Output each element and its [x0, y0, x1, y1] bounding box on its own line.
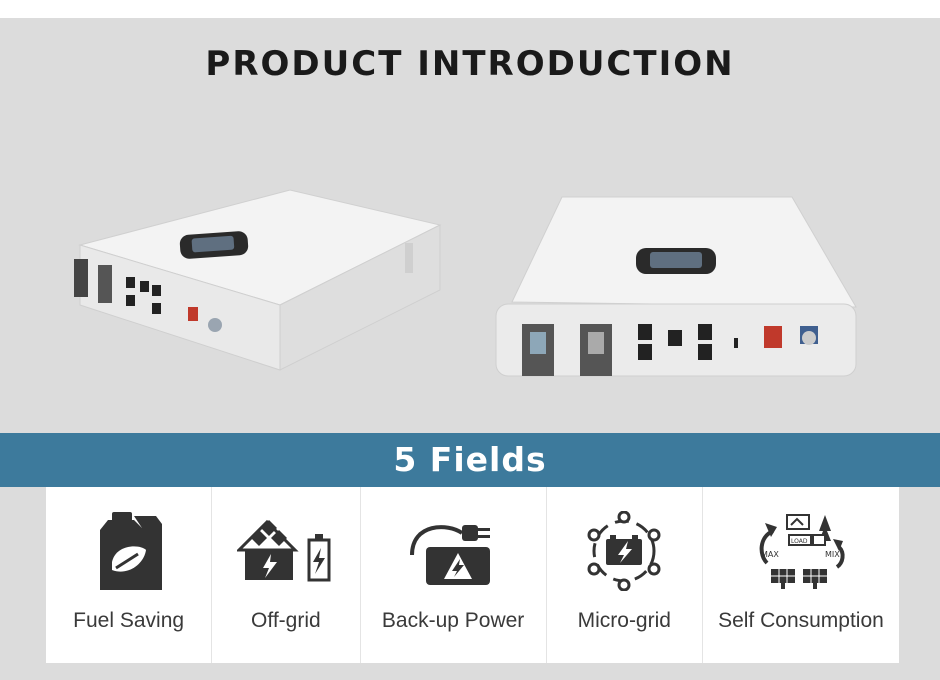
field-fuel-saving: Fuel Saving	[46, 487, 213, 663]
fields-panel: Fuel Saving Off-grid	[46, 487, 899, 663]
microgrid-battery-network-icon	[584, 507, 664, 595]
mix-text: MIX	[825, 550, 840, 559]
battery-unit-right-image	[495, 196, 857, 377]
field-label: Back-up Power	[381, 609, 525, 632]
plug-power-box-icon	[408, 507, 498, 595]
top-band	[0, 0, 940, 18]
field-self-consumption: LOAD MAX MIX	[703, 487, 899, 663]
battery-unit-left-image	[74, 189, 442, 371]
field-off-grid: Off-grid	[212, 487, 361, 663]
page-title: PRODUCT INTRODUCTION	[205, 44, 735, 84]
field-label: Off-grid	[251, 609, 321, 632]
bottom-band	[0, 663, 940, 680]
field-micro-grid: Micro-grid	[547, 487, 703, 663]
field-label: Micro-grid	[577, 609, 671, 632]
fuel-can-leaf-icon	[94, 507, 164, 595]
field-label: Self Consumption	[718, 609, 884, 632]
max-text: MAX	[761, 550, 779, 559]
solar-house-battery-icon	[236, 507, 335, 595]
fields-banner: 5 Fields	[0, 433, 940, 487]
load-text: LOAD	[791, 538, 808, 545]
field-back-up-power: Back-up Power	[361, 487, 547, 663]
solar-load-tower-cycle-icon: LOAD MAX MIX	[753, 507, 849, 595]
field-label: Fuel Saving	[73, 609, 185, 632]
